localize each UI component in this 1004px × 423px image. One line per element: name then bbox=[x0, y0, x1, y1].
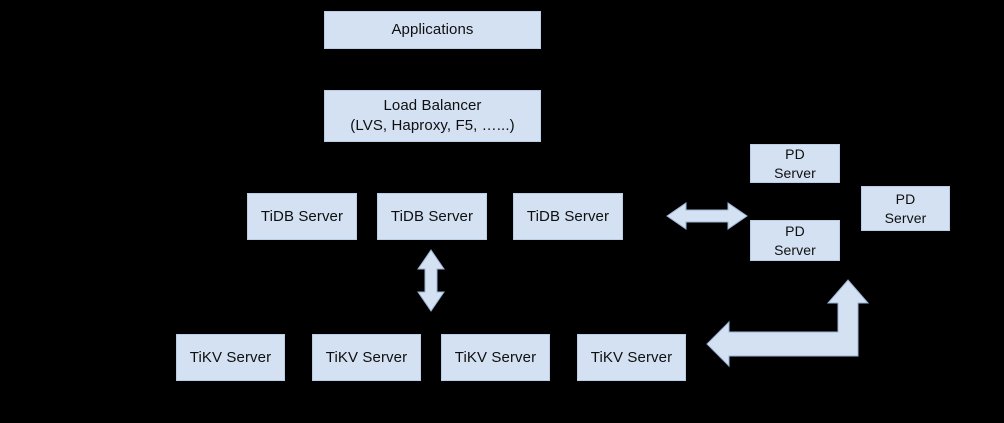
node-pd-server-1-label: PD Server bbox=[774, 146, 816, 181]
node-pd-server-3: PD Server bbox=[861, 186, 950, 231]
node-tikv-server-3-label: TiKV Server bbox=[454, 348, 537, 366]
node-tidb-server-3-label: TiDB Server bbox=[526, 207, 610, 225]
node-pd-server-3-label: PD Server bbox=[884, 191, 927, 226]
node-load-balancer-label: Load Balancer (LVS, Haproxy, F5, …...) bbox=[350, 97, 515, 134]
node-tikv-server-3: TiKV Server bbox=[441, 334, 550, 381]
node-tikv-server-4: TiKV Server bbox=[577, 334, 686, 381]
node-tikv-server-2-label: TiKV Server bbox=[325, 348, 408, 366]
node-tikv-server-4-label: TiKV Server bbox=[590, 348, 673, 366]
node-tidb-server-2: TiDB Server bbox=[377, 193, 487, 240]
node-pd-server-2-label: PD Server bbox=[774, 223, 816, 258]
node-tidb-server-1: TiDB Server bbox=[247, 193, 357, 240]
node-pd-server-2: PD Server bbox=[750, 220, 840, 261]
node-tikv-server-1-label: TiKV Server bbox=[189, 348, 272, 366]
node-load-balancer: Load Balancer (LVS, Haproxy, F5, …...) bbox=[324, 90, 541, 142]
pd-tikv-elbow-arrow bbox=[706, 279, 870, 368]
node-applications-label: Applications bbox=[391, 21, 474, 39]
tidb-pd-bidirectional-arrow bbox=[666, 202, 748, 230]
node-pd-server-1: PD Server bbox=[750, 144, 840, 183]
node-applications: Applications bbox=[324, 11, 541, 49]
node-tikv-server-2: TiKV Server bbox=[312, 334, 421, 381]
node-tidb-server-3: TiDB Server bbox=[513, 193, 623, 240]
node-tidb-server-2-label: TiDB Server bbox=[390, 207, 474, 225]
tidb-tikv-bidirectional-arrow bbox=[417, 249, 445, 312]
node-tidb-server-1-label: TiDB Server bbox=[260, 207, 344, 225]
node-tikv-server-1: TiKV Server bbox=[176, 334, 285, 381]
